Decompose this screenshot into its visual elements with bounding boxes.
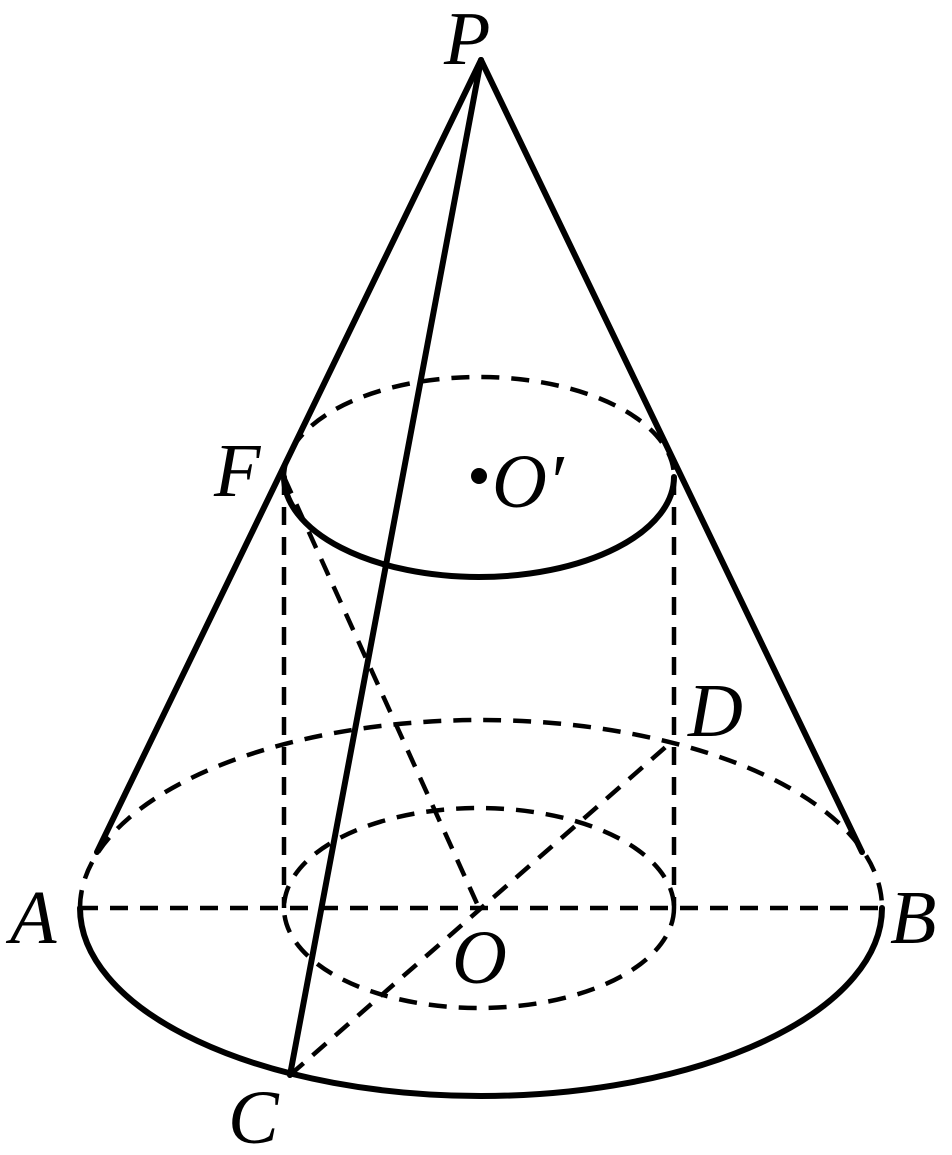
segment-cd [288,743,670,1077]
label-c: C [228,1076,280,1155]
cylinder-top-front-arc [281,474,677,580]
label-f: F [213,429,262,513]
cone-left-edge [94,57,484,855]
label-a: A [5,876,57,960]
segment-fo [281,476,482,909]
cone-base-back-arc [77,717,885,909]
label-o: O [452,916,507,1000]
label-o-prime: O′ [492,440,565,524]
label-p: P [443,0,490,81]
center-dot-o-prime [471,468,487,484]
cone-base-front-arc [77,905,885,1099]
label-d: D [687,669,743,753]
label-b: B [890,876,936,960]
cylinder-top-back-arc [281,374,677,478]
